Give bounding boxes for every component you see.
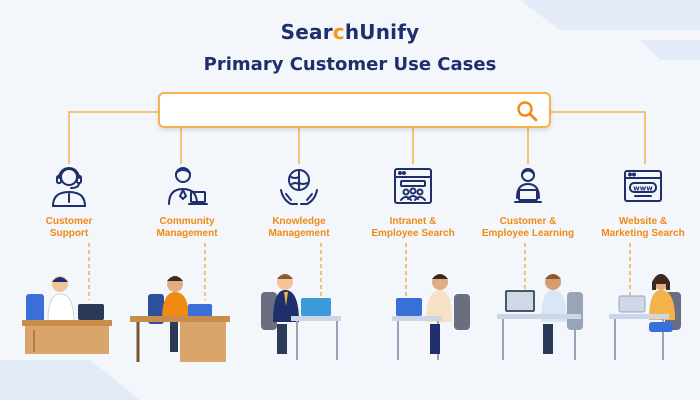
label-line-1: Customer: [45, 216, 93, 227]
use-case-label: Intranet & Employee Search: [348, 216, 478, 240]
use-case-label: Customer & Employee Learning: [463, 216, 593, 240]
page-title: Primary Customer Use Cases: [203, 54, 497, 75]
search-bar[interactable]: [158, 92, 551, 128]
use-case-website-marketing-search: www Website & Marketing Search: [578, 164, 700, 240]
use-case-intranet-employee-search: Intranet & Employee Search: [348, 164, 478, 240]
use-case-label: Community Management: [122, 216, 252, 240]
logo-mark: c: [332, 20, 345, 44]
label-line-2: Employee Learning: [481, 228, 575, 239]
community-manager-icon: [168, 167, 208, 205]
www-browser-icon: www: [624, 170, 662, 202]
use-case-knowledge-management: Knowledge Management: [234, 164, 364, 240]
label-line-2: Management: [268, 228, 330, 239]
label-line-2: Employee Search: [371, 228, 455, 239]
use-case-label: Customer Support: [4, 216, 134, 240]
logo-text-suffix: hUnify: [344, 20, 420, 44]
search-icon[interactable]: [515, 99, 539, 123]
label-line-1: Knowledge: [272, 216, 326, 227]
label-line-2: Management: [156, 228, 218, 239]
use-case-customer-support: Customer Support: [4, 164, 134, 240]
use-case-community-management: Community Management: [122, 164, 252, 240]
brain-hands-icon: [280, 169, 318, 205]
knowledge-manager-illustration: [261, 274, 341, 360]
label-line-1: Customer &: [499, 216, 557, 227]
use-case-label: Website & Marketing Search: [578, 216, 700, 240]
logo-text-prefix: Sear: [280, 20, 333, 44]
marketing-employee-illustration: [609, 274, 681, 360]
brand-logo: SearchUnify: [0, 20, 700, 44]
use-case-customer-employee-learning: Customer & Employee Learning: [463, 164, 593, 240]
svg-text:www: www: [633, 185, 653, 193]
support-agent-illustration: [22, 276, 112, 354]
label-line-1: Website &: [618, 216, 668, 227]
headset-agent-icon: [51, 167, 87, 207]
intranet-browser-icon: [394, 168, 432, 204]
intranet-employee-illustration: [392, 274, 470, 360]
label-line-1: Community: [159, 216, 215, 227]
label-line-1: Intranet &: [389, 216, 437, 227]
use-case-label: Knowledge Management: [234, 216, 364, 240]
label-line-2: Support: [49, 228, 89, 239]
learner-laptop-icon: [514, 168, 542, 203]
learning-employee-illustration: [497, 274, 583, 360]
community-manager-illustration: [130, 276, 230, 362]
label-line-2: Marketing Search: [601, 228, 685, 239]
